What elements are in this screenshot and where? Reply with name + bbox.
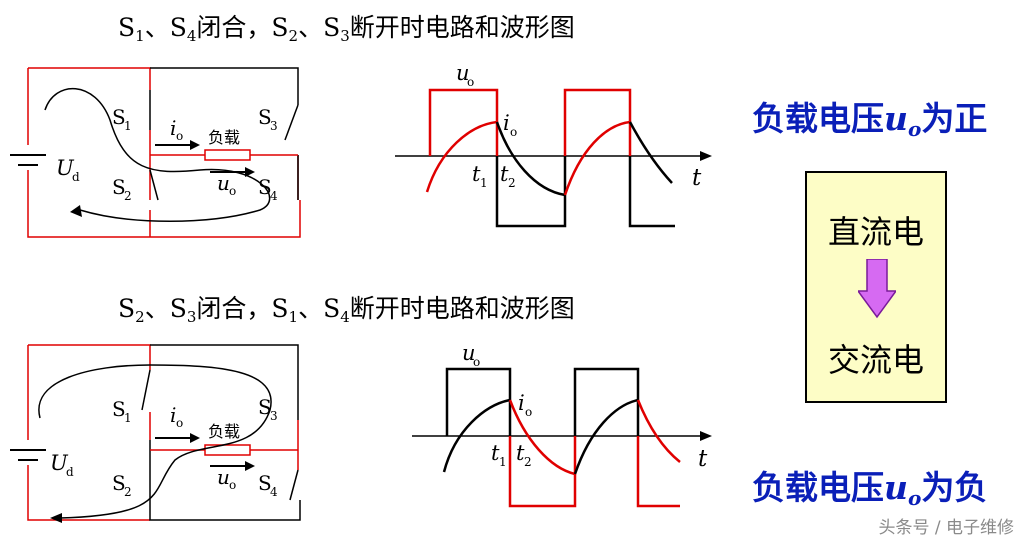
svg-text:S: S <box>112 175 126 199</box>
load-resistor-icon-bottom <box>204 444 251 456</box>
svg-text:u: u <box>462 341 476 365</box>
svg-text:2: 2 <box>508 176 516 190</box>
caption-bottom: S2、S3闭合，S1、S4断开时电路和波形图 <box>118 294 575 326</box>
ac-label: 交流电 <box>827 341 924 379</box>
watermark: 头条号 / 电子维修 <box>878 518 1014 538</box>
svg-text:i: i <box>170 116 176 140</box>
down-arrow-icon <box>858 259 896 319</box>
positive-voltage-label: 负载电压uo为正 <box>752 99 988 141</box>
dc-label: 直流电 <box>827 213 924 251</box>
svg-text:1: 1 <box>124 119 132 133</box>
svg-text:o: o <box>467 75 474 89</box>
svg-text:o: o <box>176 416 183 430</box>
svg-text:i: i <box>503 111 510 135</box>
svg-text:S: S <box>112 471 126 495</box>
svg-text:t: t <box>472 162 481 186</box>
svg-text:2: 2 <box>524 455 532 469</box>
svg-text:S: S <box>258 395 272 419</box>
svg-text:d: d <box>72 170 80 184</box>
svg-text:S: S <box>258 471 272 495</box>
svg-text:1: 1 <box>480 176 488 190</box>
svg-text:u: u <box>456 61 470 85</box>
svg-text:4: 4 <box>270 485 278 499</box>
svg-text:t: t <box>698 446 708 472</box>
svg-text:2: 2 <box>124 485 132 499</box>
svg-text:S: S <box>112 105 126 129</box>
svg-text:u: u <box>217 465 230 489</box>
svg-text:o: o <box>510 125 517 139</box>
dc-to-ac-box: 直流电 交流电 <box>805 171 947 403</box>
svg-text:o: o <box>176 129 183 143</box>
svg-text:1: 1 <box>499 455 507 469</box>
svg-text:S: S <box>258 175 272 199</box>
svg-text:负载: 负载 <box>208 422 240 441</box>
svg-text:S: S <box>258 105 272 129</box>
svg-text:1: 1 <box>124 411 132 425</box>
svg-text:负载: 负载 <box>208 128 240 147</box>
svg-text:U: U <box>50 451 69 475</box>
caption-top: S1、S4闭合，S2、S3断开时电路和波形图 <box>118 13 575 45</box>
svg-text:4: 4 <box>270 189 278 203</box>
svg-text:i: i <box>518 391 525 415</box>
load-resistor-icon <box>204 149 251 161</box>
svg-text:2: 2 <box>124 189 132 203</box>
negative-voltage-label: 负载电压uo为负 <box>752 468 988 510</box>
svg-text:o: o <box>229 478 236 492</box>
svg-text:U: U <box>56 156 75 180</box>
svg-text:S: S <box>112 397 126 421</box>
svg-text:3: 3 <box>270 119 278 133</box>
svg-text:t: t <box>500 162 509 186</box>
svg-text:o: o <box>473 355 480 369</box>
svg-text:d: d <box>66 465 74 479</box>
svg-text:t: t <box>516 441 525 465</box>
svg-text:u: u <box>217 171 230 195</box>
svg-text:3: 3 <box>270 409 278 423</box>
svg-text:t: t <box>491 441 500 465</box>
svg-text:o: o <box>525 405 532 419</box>
svg-text:o: o <box>229 184 236 198</box>
svg-text:i: i <box>170 403 176 427</box>
svg-text:t: t <box>692 165 702 191</box>
